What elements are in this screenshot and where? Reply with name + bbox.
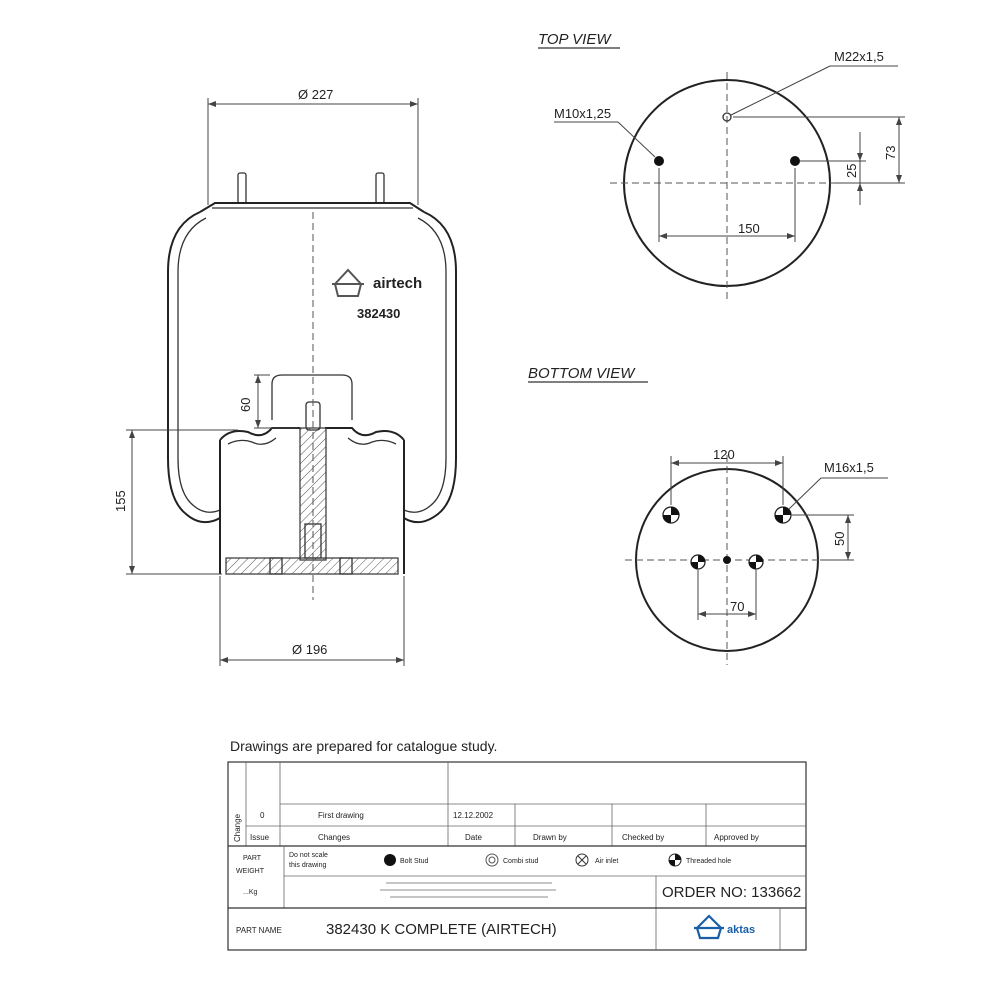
brand-name: airtech: [373, 275, 422, 292]
part-name-label: PART NAME: [236, 926, 282, 935]
left-label-part: PART: [243, 855, 262, 862]
change-side-label: Change: [233, 813, 242, 842]
rev-issue: 0: [260, 811, 265, 820]
threaded-hole-icon: [662, 506, 680, 524]
header-checked: Checked by: [622, 833, 664, 842]
bottom-view: BOTTOM VIEW 12: [528, 365, 888, 665]
dim-vertical-offset: 50: [832, 532, 847, 546]
title-block: Change 0 First drawing 12.12.2002 Issue …: [227, 761, 807, 951]
threaded-hole-icon: [774, 506, 792, 524]
scale-note-2: this drawing: [289, 862, 326, 869]
stud-hole-right-icon: [790, 156, 800, 166]
dim-top-diameter: Ø 227: [298, 87, 333, 102]
part-name: 382430 K COMPLETE (AIRTECH): [326, 921, 557, 938]
bottom-thread: M16x1,5: [824, 460, 874, 475]
header-changes: Changes: [318, 833, 350, 842]
dim-outer-spacing: 120: [713, 447, 735, 462]
bolt-stud-legend-icon: [384, 854, 396, 866]
stud-thread: M10x1,25: [554, 106, 611, 121]
bottom-view-title: BOTTOM VIEW: [528, 365, 636, 382]
scale-note-1: Do not scale: [289, 852, 328, 859]
bolt-stud-icon: [723, 556, 731, 564]
legend-thread: Threaded hole: [686, 858, 731, 865]
threaded-hole-icon: [748, 554, 764, 570]
side-view: Ø 227: [113, 87, 457, 666]
dim-stud-offset: 25: [844, 164, 859, 178]
legend-air: Air inlet: [595, 858, 618, 865]
aktas-logo-icon: [694, 914, 724, 940]
rev-changes: First drawing: [318, 811, 364, 820]
top-view: TOP VIEW M22x1,5 M10x1,25 150 25: [538, 31, 905, 300]
legend-bolt: Bolt Stud: [400, 858, 429, 865]
legend-combi: Combi stud: [503, 858, 539, 865]
air-inlet-legend-icon: [575, 853, 589, 867]
header-approved: Approved by: [714, 833, 759, 842]
dim-bottom-diameter: Ø 196: [292, 642, 327, 657]
aktas-logo-text: aktas: [727, 924, 755, 936]
dim-inner-spacing: 70: [730, 599, 744, 614]
top-view-title: TOP VIEW: [538, 31, 612, 48]
combi-stud-legend-icon: [485, 853, 499, 867]
threaded-hole-legend-icon: [668, 853, 682, 867]
header-issue: Issue: [250, 833, 270, 842]
dim-port-offset: 73: [883, 146, 898, 160]
part-number: 382430: [357, 306, 400, 321]
order-number: ORDER NO: 133662: [662, 884, 801, 901]
air-port-icon: [722, 112, 732, 122]
dim-piston-height: 60: [238, 398, 253, 412]
left-label-kg: ...Kg: [243, 889, 258, 896]
header-date: Date: [465, 833, 482, 842]
header-drawn: Drawn by: [533, 833, 567, 842]
dim-piston-total-height: 155: [113, 490, 128, 512]
airtech-logo-icon: [332, 268, 364, 297]
threaded-hole-icon: [690, 554, 706, 570]
air-port-thread: M22x1,5: [834, 49, 884, 64]
stud-hole-left-icon: [654, 156, 664, 166]
left-label-weight: WEIGHT: [236, 868, 265, 875]
catalogue-note: Drawings are prepared for catalogue stud…: [230, 738, 498, 754]
rev-date: 12.12.2002: [453, 811, 494, 820]
dim-stud-spacing: 150: [738, 221, 760, 236]
